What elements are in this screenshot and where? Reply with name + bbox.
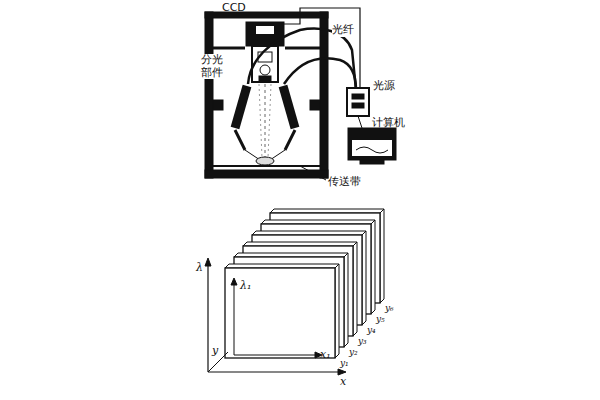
part-label: 分光部件	[201, 54, 225, 79]
axis-label: y₃	[358, 336, 367, 346]
part-label: 光源	[373, 80, 395, 93]
part-label: 传送带	[328, 176, 361, 189]
axis-label: y	[212, 345, 218, 358]
hypercube	[205, 209, 384, 375]
axis-label: λ	[196, 262, 203, 275]
axis-label: x	[340, 376, 346, 389]
axis-label: λ₁	[240, 280, 251, 293]
axis-label: x₁	[320, 349, 331, 362]
axis-label: y₄	[367, 325, 376, 335]
part-label: 光纤	[332, 24, 354, 37]
imaging-system	[205, 8, 396, 180]
spectral-frame	[225, 268, 335, 358]
part-label: CCD	[222, 2, 246, 15]
axis-label: y₂	[349, 347, 358, 357]
axis-label: y₅	[376, 314, 385, 324]
axis-label: y₆	[385, 303, 394, 313]
axis-label: y₁	[340, 358, 349, 368]
part-label: 计算机	[372, 117, 405, 130]
